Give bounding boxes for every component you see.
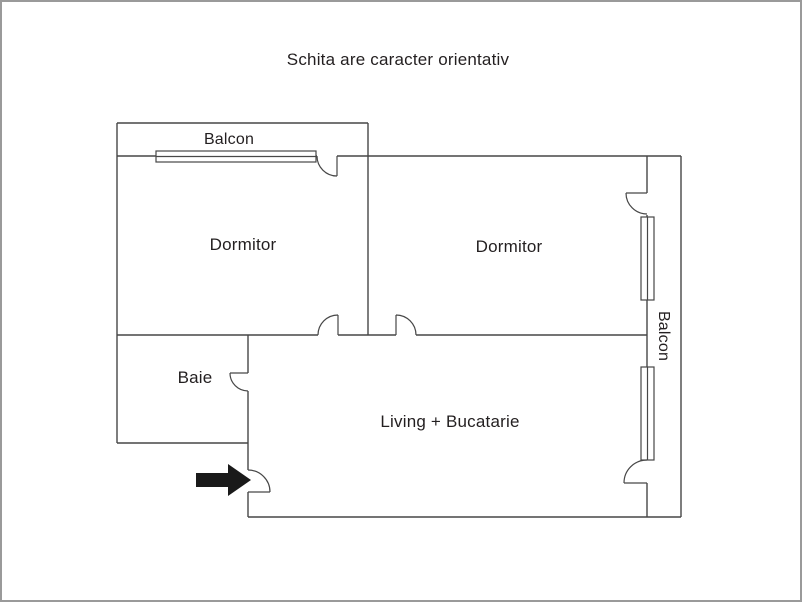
door-bathroom <box>229 372 249 392</box>
window-bedroom-right <box>640 216 655 301</box>
door-bedroom-right-balcony <box>625 192 648 215</box>
room-label-bathroom: Baie <box>177 368 213 387</box>
window-balcony-top <box>155 150 317 163</box>
window-living <box>640 366 655 461</box>
room-label-bedroom-left: Dormitor <box>209 235 277 254</box>
door-bedroom-left <box>317 314 339 336</box>
door-entrance <box>247 469 271 493</box>
disclaimer-title: Schita are caracter orientativ <box>286 50 510 69</box>
room-label-living-kitchen: Living + Bucatarie <box>380 412 520 431</box>
entrance-arrow-icon <box>196 464 251 496</box>
door-bedroom-right <box>395 314 417 336</box>
room-label-balcony-top: Balcon <box>203 131 255 148</box>
wall-lines <box>116 122 682 518</box>
door-balcony-top <box>316 155 338 177</box>
room-label-balcony-right: Balcon <box>655 310 672 362</box>
door-living-balcony <box>623 459 648 484</box>
room-label-bedroom-right: Dormitor <box>475 237 543 256</box>
